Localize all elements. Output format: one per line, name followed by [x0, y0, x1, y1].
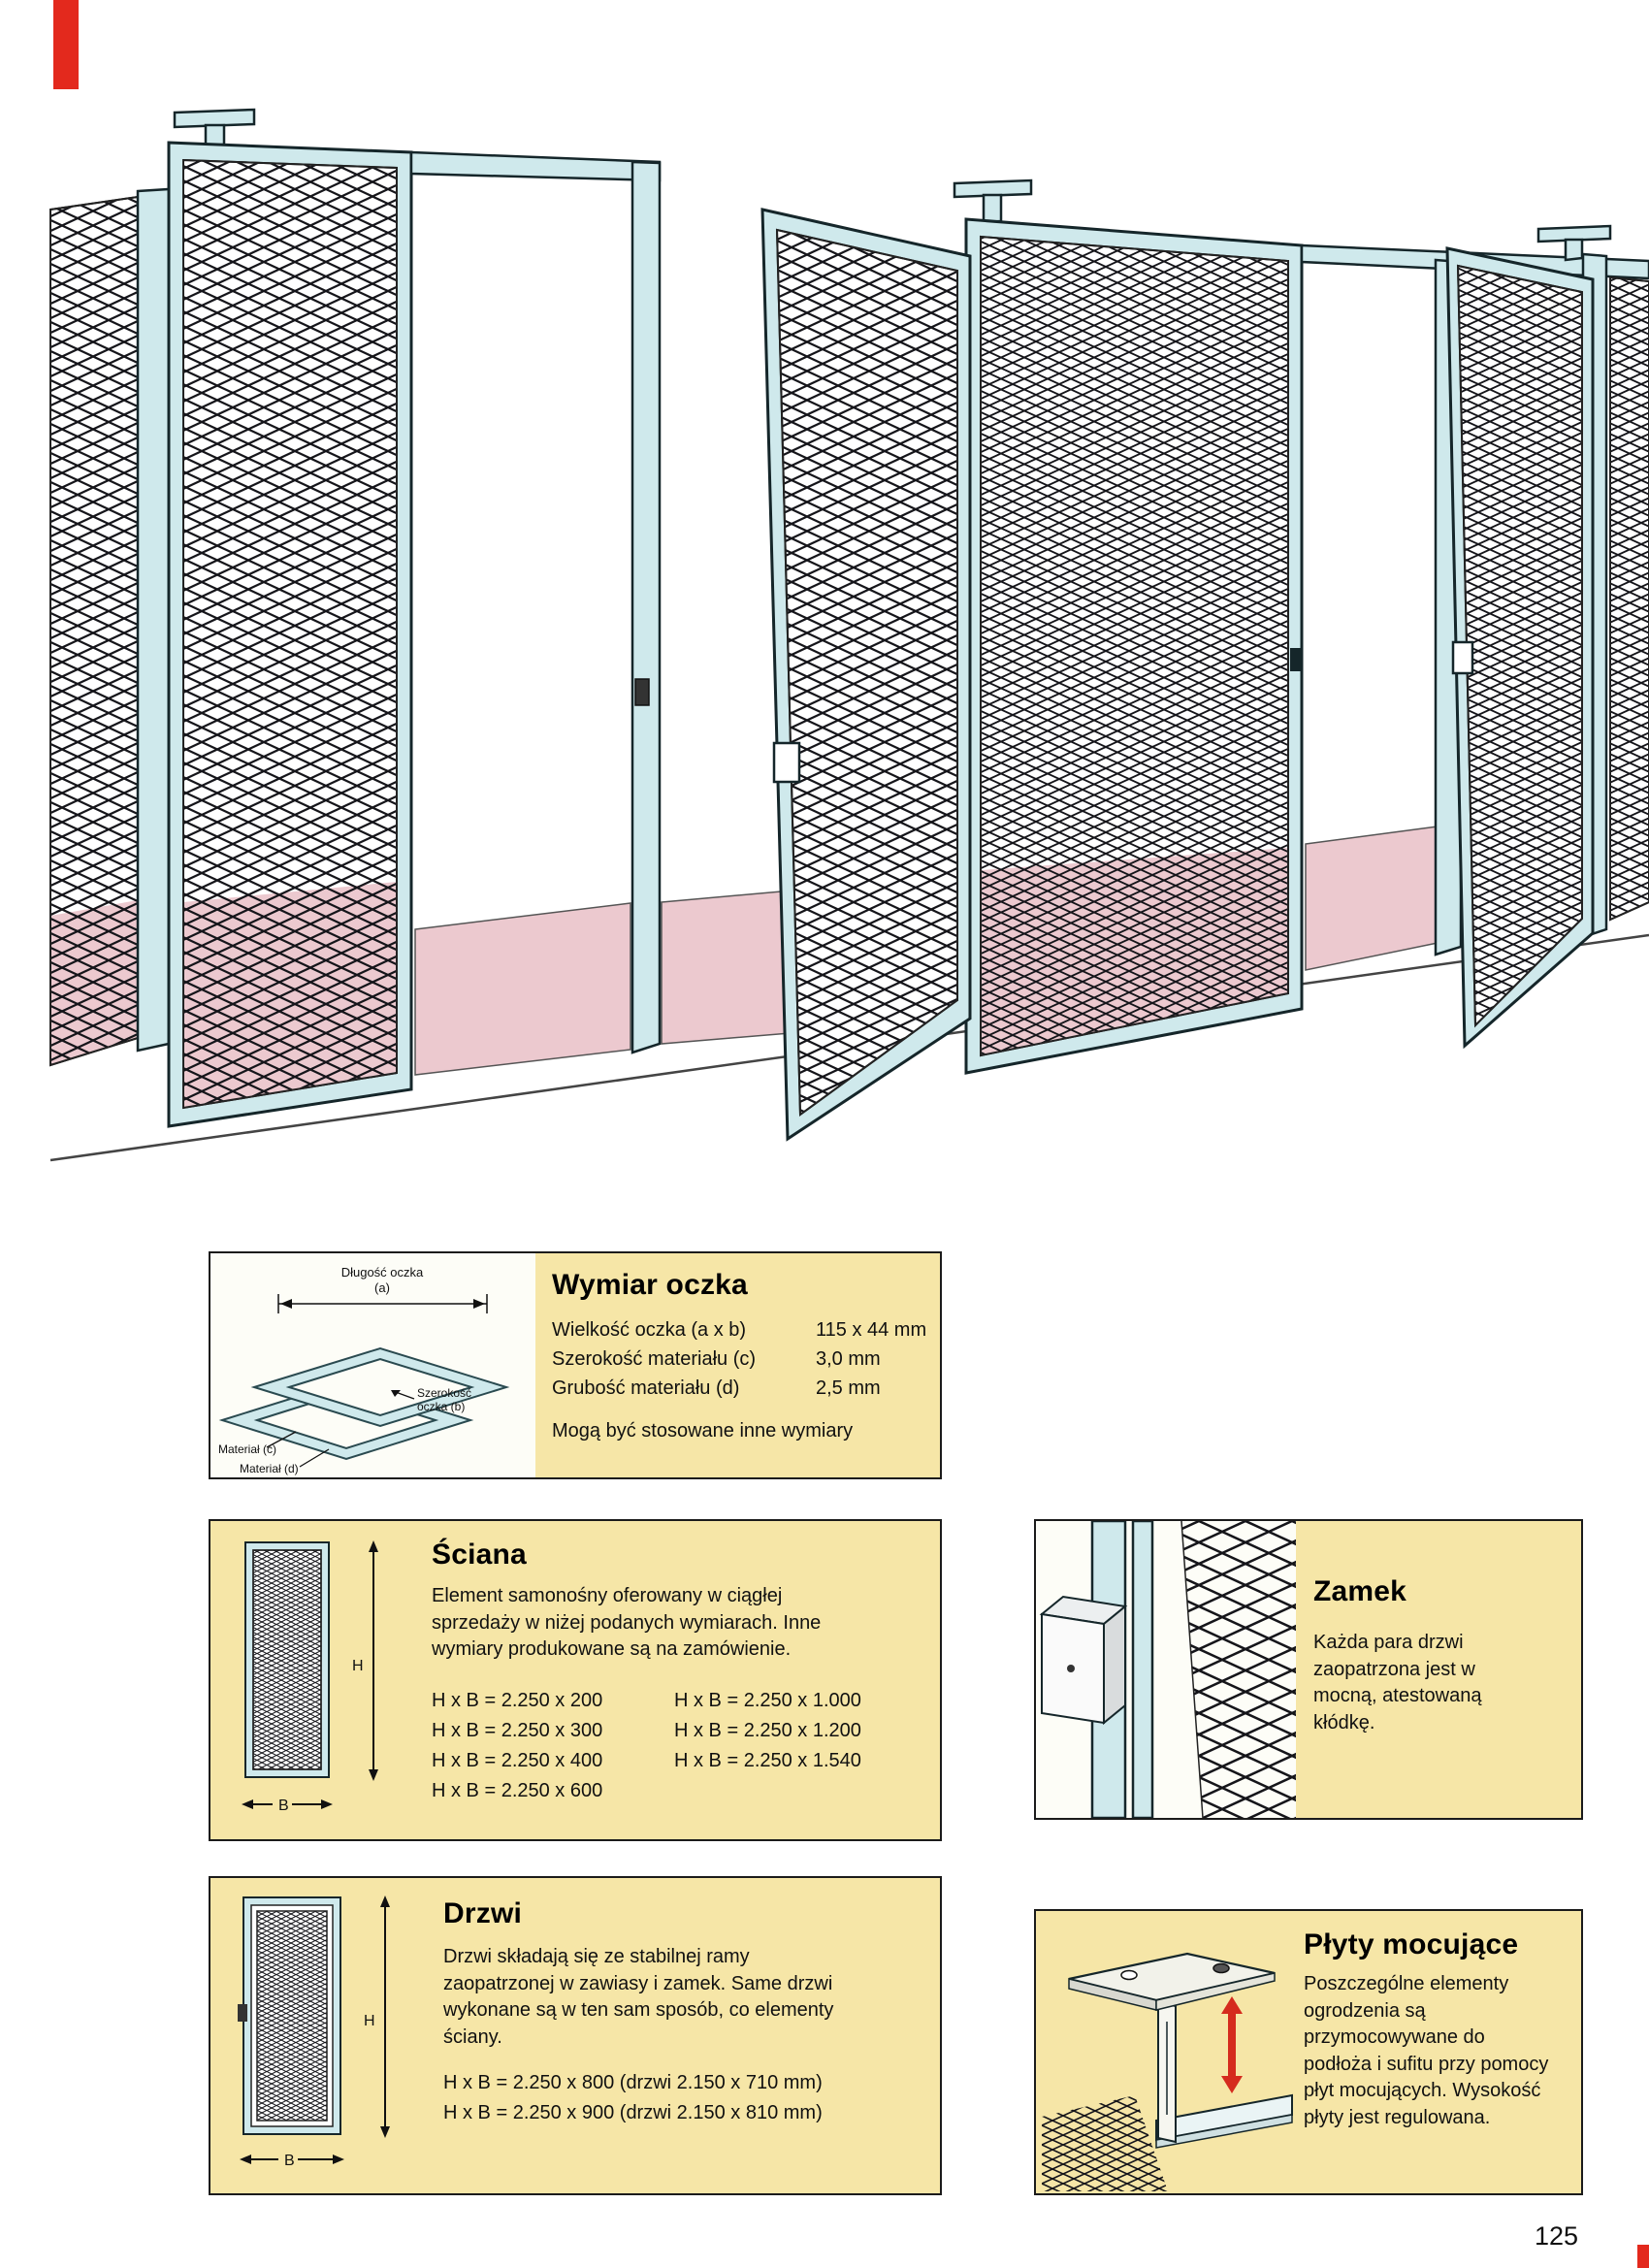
spec-box-mounting-plates: Płyty mocujące Poszczególne elementy ogr… — [1034, 1909, 1583, 2195]
mesh-dimension-diagram-panel: Długość oczka (a) Szerokość oczka (b) — [210, 1253, 535, 1477]
dim-line: H x B = 2.250 x 400 — [432, 1750, 603, 1771]
spec-box-mesh-dimension: Długość oczka (a) Szerokość oczka (b) — [209, 1251, 942, 1479]
door-lock-plate-icon — [772, 741, 801, 784]
cage-mesh-panel — [167, 141, 413, 1128]
dim-column: H x B = 2.250 x 1.000 H x B = 2.250 x 1.… — [674, 1686, 861, 1776]
open-mesh-door — [760, 208, 972, 1142]
height-adjust-arrow-icon — [1221, 1996, 1243, 2093]
padlock-icon — [1039, 1595, 1128, 1726]
spec-label: Wielkość oczka (a x b) — [552, 1319, 747, 1341]
wall-panel-diagram: H B — [242, 1540, 378, 1814]
mounting-plate-diagram — [1042, 1952, 1293, 2191]
mesh-detail — [1181, 1521, 1296, 1818]
note-text: Mogą być stosowane inne wymiary — [552, 1420, 854, 1442]
door-diagram: H B — [238, 1895, 390, 2169]
spec-value: 2,5 mm — [816, 1377, 881, 1399]
spec-value: 3,0 mm — [816, 1348, 881, 1370]
body-text: Drzwi składają się ze stabilnej ramy zao… — [443, 1946, 834, 2048]
dim-line: H x B = 2.250 x 300 — [432, 1720, 603, 1741]
door-latch-icon — [634, 678, 650, 706]
spec-value: 115 x 44 mm — [816, 1319, 927, 1341]
page-number: 125 — [1535, 2221, 1579, 2251]
ceiling-bracket-icon — [953, 178, 1033, 224]
mesh-detail — [1042, 2095, 1168, 2191]
diagram-label-b: Szerokość — [417, 1386, 471, 1400]
door-latch-icon — [1290, 648, 1302, 671]
diagram-label-b2: oczka (b) — [417, 1400, 465, 1413]
spec-box-wall: H B Ściana Element samonośny oferowany w… — [209, 1519, 942, 1841]
box-title: Ściana — [432, 1539, 527, 1571]
spec-row: Grubość materiału (d) 2,5 mm — [552, 1374, 926, 1403]
dim-b-label: B — [278, 1798, 289, 1814]
cage-illustration — [49, 108, 1649, 1162]
lock-diagram — [1039, 1519, 1296, 1820]
lock-diagram-panel — [1036, 1519, 1296, 1820]
body-text: Element samonośny oferowany w ciągłej sp… — [432, 1585, 822, 1661]
spec-row: Wielkość oczka (a x b) 115 x 44 mm — [552, 1315, 926, 1345]
box-title: Wymiar oczka — [552, 1269, 748, 1301]
cage-mesh-panel — [964, 217, 1304, 1075]
door-latch-icon — [238, 2004, 247, 2022]
diagram-label-a-sub: (a) — [374, 1280, 390, 1295]
dim-line: H x B = 2.250 x 1.000 — [674, 1690, 861, 1711]
open-mesh-door — [1445, 246, 1595, 1050]
spec-box-door: H B Drzwi Drzwi składają się ze stabilne… — [209, 1876, 942, 2195]
mesh-dimension-diagram: Długość oczka (a) Szerokość oczka (b) — [218, 1265, 510, 1475]
dim-line: H x B = 2.250 x 1.200 — [674, 1720, 861, 1741]
dim-line: H x B = 2.250 x 200 — [432, 1690, 603, 1711]
scan-red-strip-bottom-right — [1637, 2245, 1649, 2268]
spec-row: Szerokość materiału (c) 3,0 mm — [552, 1345, 926, 1374]
dim-h-label: H — [352, 1658, 364, 1674]
dim-line: H x B = 2.250 x 800 (drzwi 2.150 x 710 m… — [443, 2072, 823, 2093]
spec-box-lock: Zamek Każda para drzwi zaopatrzona jest … — [1034, 1519, 1583, 1820]
body-text: Każda para drzwi zaopatrzona jest w mocn… — [1313, 1632, 1482, 1733]
diagram-label-c: Materiał (c) — [218, 1442, 276, 1456]
box-title: Płyty mocujące — [1304, 1928, 1519, 1960]
box-title: Zamek — [1313, 1575, 1407, 1607]
dim-column: H x B = 2.250 x 800 (drzwi 2.150 x 710 m… — [443, 2068, 823, 2128]
dim-h-label: H — [364, 2013, 375, 2029]
ceiling-bracket-icon — [173, 108, 256, 147]
mesh-link-shapes — [218, 1346, 510, 1461]
door-lock-plate-icon — [1451, 640, 1474, 675]
spec-rows: Wielkość oczka (a x b) 115 x 44 mm Szero… — [552, 1315, 926, 1403]
diagram-label-a: Długość oczka — [341, 1265, 424, 1280]
dim-line: H x B = 2.250 x 600 — [432, 1780, 603, 1801]
diagram-label-d: Materiał (d) — [240, 1462, 299, 1475]
dim-column: H x B = 2.250 x 200 H x B = 2.250 x 300 … — [432, 1686, 602, 1806]
spec-label: Grubość materiału (d) — [552, 1377, 740, 1399]
spec-label: Szerokość materiału (c) — [552, 1348, 757, 1370]
dim-line: H x B = 2.250 x 900 (drzwi 2.150 x 810 m… — [443, 2102, 823, 2123]
dim-b-label: B — [284, 2153, 295, 2169]
dim-line: H x B = 2.250 x 1.540 — [674, 1750, 861, 1771]
scan-red-strip-top-left — [53, 0, 79, 89]
box-title: Drzwi — [443, 1897, 523, 1929]
body-text: Poszczególne elementy ogrodzenia są przy… — [1304, 1973, 1549, 2128]
cage-panel-far-left — [49, 187, 171, 1067]
mounting-plate-icon — [1068, 1952, 1276, 2011]
